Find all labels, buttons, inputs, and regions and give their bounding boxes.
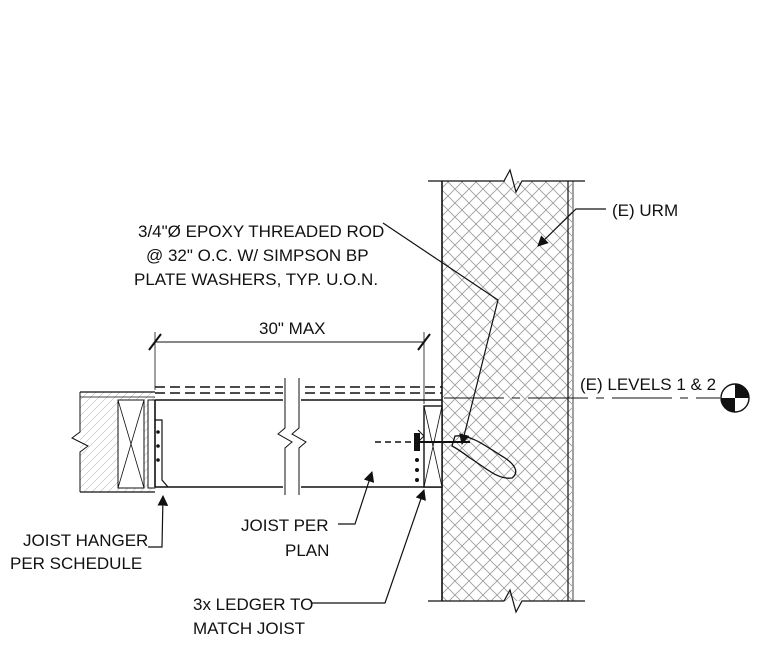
urm-label: (E) URM [612, 201, 678, 220]
ledger [415, 405, 443, 488]
rod-label-line1: 3/4"Ø EPOXY THREADED ROD [138, 222, 384, 241]
leaders [148, 208, 606, 604]
ledger-label-line1: 3x LEDGER TO [193, 595, 313, 614]
ledger-label-line2: MATCH JOIST [193, 619, 305, 638]
joist-label-line1: JOIST PER [241, 516, 329, 535]
rod-label-line3: PLATE WASHERS, TYP. U.O.N. [134, 270, 378, 289]
joist-hanger [155, 419, 169, 488]
level-marker-icon [720, 383, 750, 413]
joist-label-line2: PLAN [285, 541, 329, 560]
hanger-label-line1: JOIST HANGER [23, 531, 148, 550]
hanger-label-line2: PER SCHEDULE [10, 554, 142, 573]
existing-floor [71, 391, 156, 493]
levels-label: (E) LEVELS 1 & 2 [580, 375, 716, 394]
rod-label-line2: @ 32" O.C. W/ SIMPSON BP [146, 246, 369, 265]
urm-wall [428, 168, 585, 614]
dimension-30-max [148, 332, 431, 404]
new-joist [154, 375, 442, 495]
dimension-label: 30" MAX [259, 319, 326, 338]
